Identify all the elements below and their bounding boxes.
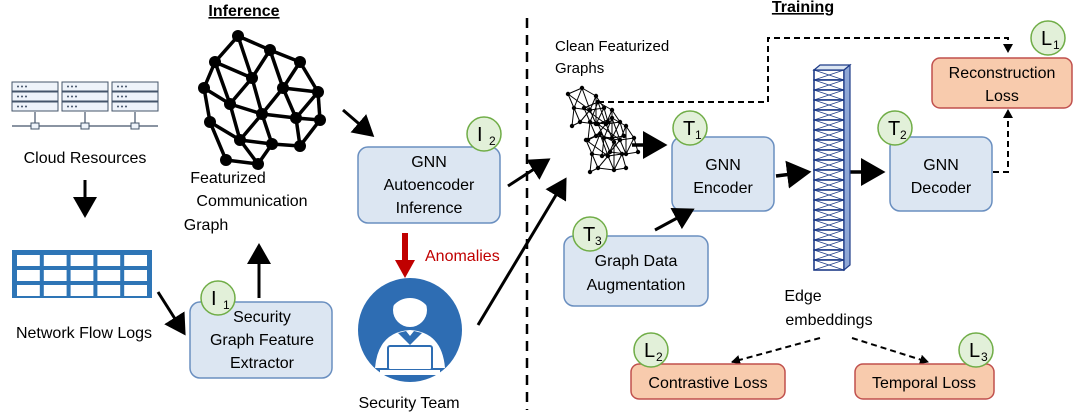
dashed-graphs-to-reconstruction xyxy=(598,37,1013,103)
network-graph-icon xyxy=(198,30,326,170)
extractor-line-2: Graph Feature xyxy=(210,332,314,349)
featurized-graph-label: Featurized Communication Graph xyxy=(184,170,308,234)
reconstruction-loss-label: Reconstruction Loss xyxy=(949,65,1056,105)
gnn-inference-line-3: Inference xyxy=(396,200,463,217)
badge-l1-sub: 1 xyxy=(1053,38,1060,52)
server-rack-icon xyxy=(11,81,159,130)
arrow-logs-to-extractor xyxy=(156,291,186,336)
graph-stack-icon xyxy=(565,85,641,175)
gnn-inference-line-1: GNN xyxy=(411,154,447,171)
extractor-line-3: Extractor xyxy=(230,355,295,372)
edge-embeddings-line-1: Edge xyxy=(784,288,821,305)
encoder-line-2: Encoder xyxy=(693,180,753,197)
reconstruction-line-1: Reconstruction xyxy=(949,65,1056,82)
badge-l2-letter: L xyxy=(644,340,655,362)
badge-t3-letter: T xyxy=(583,224,595,246)
dashed-decoder-to-reconstruction xyxy=(993,109,1013,173)
clean-graphs-line-1: Clean Featurized xyxy=(555,38,669,55)
augmentation-line-2: Augmentation xyxy=(587,277,686,294)
reconstruction-line-2: Loss xyxy=(985,88,1019,105)
decoder-line-1: GNN xyxy=(923,157,959,174)
badge-l3-sub: 3 xyxy=(981,350,988,364)
augmentation-line-1: Graph Data xyxy=(595,253,678,270)
dashed-embeddings-to-contrastive xyxy=(731,337,821,365)
anomalies-label: Anomalies xyxy=(425,248,500,265)
arrow-graph-to-inference xyxy=(342,108,375,137)
dashed-embeddings-to-temporal xyxy=(851,337,929,365)
badge-l1-letter: L xyxy=(1041,28,1052,50)
featurized-graph-line-2: Communication xyxy=(196,193,307,210)
reconstruction-loss-box xyxy=(931,57,1073,109)
gnn-inference-label: GNN Autoencoder Inference xyxy=(384,154,475,217)
gnn-decoder-box xyxy=(889,136,993,212)
anomalies-arrowhead xyxy=(395,260,415,278)
badge-l3-letter: L xyxy=(969,340,980,362)
gnn-encoder-box xyxy=(671,136,775,212)
log-table-icon xyxy=(12,250,152,298)
augmentation-label: Graph Data Augmentation xyxy=(587,253,686,294)
gnn-encoder-label: GNN Encoder xyxy=(693,157,753,197)
gnn-inference-box xyxy=(357,146,501,224)
featurized-graph-line-3: Graph xyxy=(184,217,228,234)
inference-title: Inference xyxy=(208,3,279,20)
security-team-label: Security Team xyxy=(358,395,459,412)
badge-t2-sub: 2 xyxy=(900,128,907,142)
temporal-loss-label: Temporal Loss xyxy=(872,375,976,392)
edge-embeddings-line-2: embeddings xyxy=(785,312,872,329)
encoder-line-1: GNN xyxy=(705,157,741,174)
badge-l2-sub: 2 xyxy=(656,350,663,364)
arrow-inference-to-graphs xyxy=(507,158,551,188)
badge-t1-sub: 1 xyxy=(695,128,702,142)
decoder-line-2: Decoder xyxy=(911,180,972,197)
cloud-resources-label: Cloud Resources xyxy=(24,150,147,167)
gnn-decoder-label: GNN Decoder xyxy=(911,157,972,197)
badge-i1-letter: I xyxy=(211,288,217,310)
arrow-team-to-graphs xyxy=(476,177,567,326)
training-title: Training xyxy=(772,0,834,16)
clean-graphs-label: Clean Featurized Graphs xyxy=(555,38,669,77)
badge-i2-letter: I xyxy=(477,124,483,146)
clean-graphs-line-2: Graphs xyxy=(555,60,604,77)
augmentation-box xyxy=(563,235,709,307)
badge-t2-letter: T xyxy=(888,118,900,140)
badge-t3-sub: 3 xyxy=(595,234,602,248)
contrastive-loss-label: Contrastive Loss xyxy=(648,375,767,392)
gnn-inference-line-2: Autoencoder xyxy=(384,177,475,194)
arrow-encoder-to-embeddings xyxy=(775,160,812,189)
extractor-line-1: Security xyxy=(233,309,291,326)
contrastive-loss-box xyxy=(630,363,786,400)
arrow-augmentation-to-encoder xyxy=(654,208,695,232)
edge-embeddings-label: Edge embeddings xyxy=(784,288,872,329)
temporal-loss-box xyxy=(854,363,995,400)
feature-extractor-label: Security Graph Feature Extractor xyxy=(210,309,314,372)
featurized-graph-line-1: Featurized xyxy=(190,170,266,187)
badge-i1-sub: 1 xyxy=(223,298,230,312)
embedding-column-icon xyxy=(812,63,852,272)
feature-extractor-box xyxy=(189,301,333,379)
network-flow-logs-label: Network Flow Logs xyxy=(16,325,152,342)
security-analyst-icon xyxy=(358,278,462,382)
badge-t1-letter: T xyxy=(683,118,695,140)
badge-i2-sub: 2 xyxy=(489,134,496,148)
